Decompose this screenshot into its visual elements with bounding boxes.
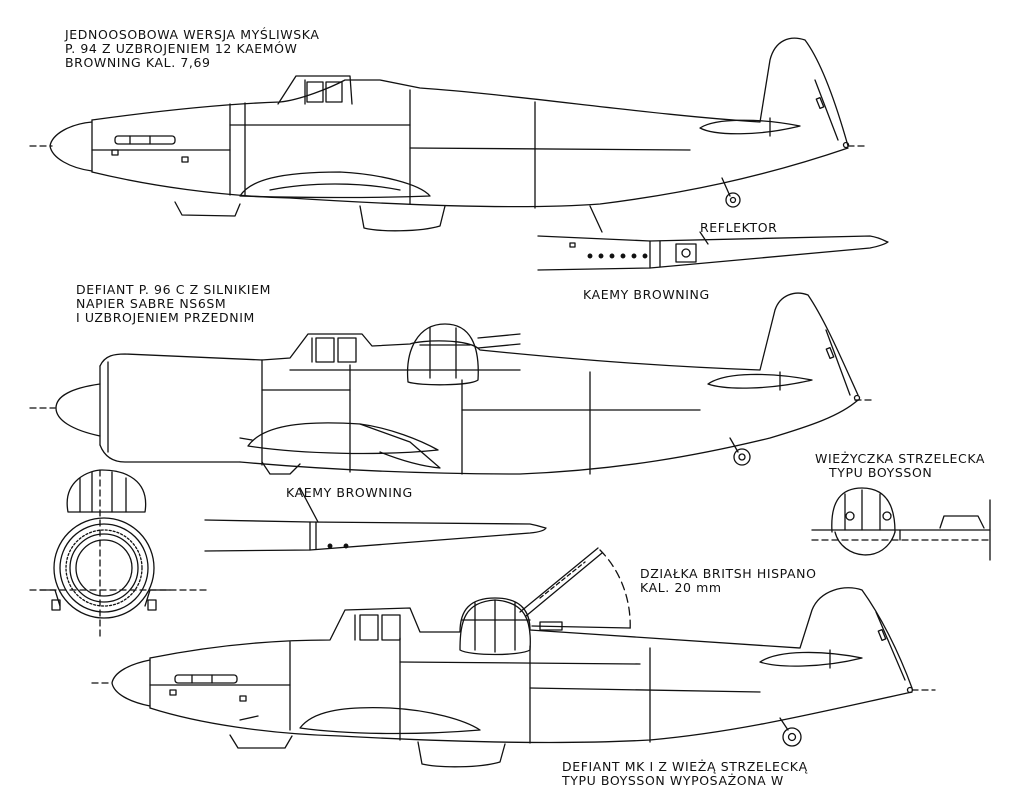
wing-gun-plan [204, 519, 547, 552]
aircraft-side-view-mk1 [91, 547, 936, 768]
label-defiant-mk1: DEFIANT MK I Z WIEŻĄ STRZELECKĄ TYPU BOY… [562, 760, 808, 788]
label-line: NAPIER SABRE NS6SM [76, 296, 227, 311]
label-line: JEDNOOSOBOWA WERSJA MYŚLIWSKA [65, 27, 320, 42]
label-turret-boysson: WIEŻYCZKA STRZELECKA TYPU BOYSSON [815, 452, 985, 480]
label-line: WIEŻYCZKA STRZELECKA [815, 451, 986, 466]
label-line: P. 94 Z UZBROJENIEM 12 KAEMÓW [65, 41, 298, 56]
label-reflektor: REFLEKTOR [700, 220, 778, 235]
label-line: KAL. 20 mm [640, 580, 722, 595]
label-line: DEFIANT P. 96 C Z SILNIKIEM [76, 282, 271, 297]
label-fighter-version: JEDNOOSOBOWA WERSJA MYŚLIWSKA P. 94 Z UZ… [65, 28, 320, 70]
label-line: TYPU BOYSSON [829, 465, 933, 480]
aircraft-side-view-p94 [29, 37, 889, 271]
label-defiant-p96c: DEFIANT P. 96 C Z SILNIKIEM NAPIER SABRE… [76, 283, 271, 325]
label-line: DEFIANT MK I Z WIEŻĄ STRZELECKĄ [562, 759, 808, 774]
turret-detail-view [811, 487, 991, 561]
label-hispano-cannon: DZIAŁKA BRITSH HISPANO KAL. 20 mm [640, 567, 817, 595]
label-line: DZIAŁKA BRITSH HISPANO [640, 566, 817, 581]
aircraft-front-view [29, 469, 211, 641]
label-line: TYPU BOYSSON WYPOSAŻONA W [562, 773, 784, 788]
aircraft-side-view-p96c [29, 292, 876, 523]
label-line: I UZBROJENIEM PRZEDNIM [76, 310, 255, 325]
label-kaemy-browning-top: KAEMY BROWNING [583, 287, 710, 302]
label-kaemy-browning-mid: KAEMY BROWNING [286, 485, 413, 500]
label-line: BROWNING KAL. 7,69 [65, 55, 211, 70]
